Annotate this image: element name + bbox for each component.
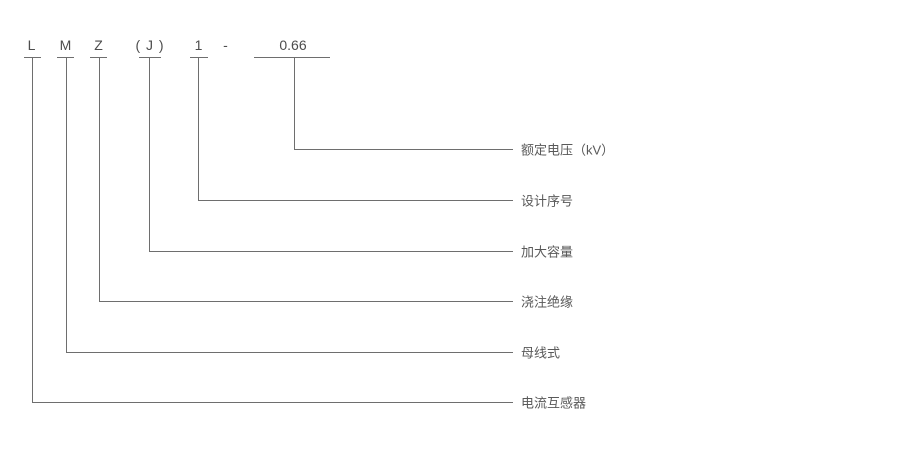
label-busbar-type: 母线式 bbox=[521, 345, 561, 361]
leader-vertical-066 bbox=[294, 58, 295, 149]
underline-j bbox=[139, 57, 161, 58]
underline-066 bbox=[254, 57, 330, 58]
underline-1 bbox=[190, 57, 208, 58]
code-char-066: 0.66 bbox=[279, 37, 307, 53]
leader-horizontal-1 bbox=[198, 200, 513, 201]
leader-horizontal-m bbox=[66, 352, 513, 353]
label-design-serial: 设计序号 bbox=[521, 193, 574, 209]
code-char-m: M bbox=[59, 37, 73, 53]
label-increased-capacity: 加大容量 bbox=[521, 244, 574, 260]
leader-vertical-1 bbox=[198, 58, 199, 200]
underline-l bbox=[24, 57, 41, 58]
code-char-z: Z bbox=[94, 37, 104, 53]
code-char-j: ( J ) bbox=[135, 37, 165, 53]
leader-vertical-z bbox=[99, 58, 100, 301]
underline-m bbox=[57, 57, 74, 58]
code-char-dash: - bbox=[223, 37, 229, 53]
label-current-transformer: 电流互感器 bbox=[521, 395, 587, 411]
leader-horizontal-066 bbox=[294, 149, 513, 150]
leader-horizontal-z bbox=[99, 301, 513, 302]
code-char-l: L bbox=[27, 37, 37, 53]
label-cast-insulation: 浇注绝缘 bbox=[521, 294, 574, 310]
leader-vertical-j bbox=[149, 58, 150, 251]
label-rated-voltage: 额定电压（kV） bbox=[521, 142, 615, 158]
leader-horizontal-l bbox=[32, 402, 513, 403]
code-char-1: 1 bbox=[194, 37, 204, 53]
leader-vertical-l bbox=[32, 58, 33, 402]
leader-horizontal-j bbox=[149, 251, 513, 252]
underline-z bbox=[90, 57, 107, 58]
leader-vertical-m bbox=[66, 58, 67, 352]
